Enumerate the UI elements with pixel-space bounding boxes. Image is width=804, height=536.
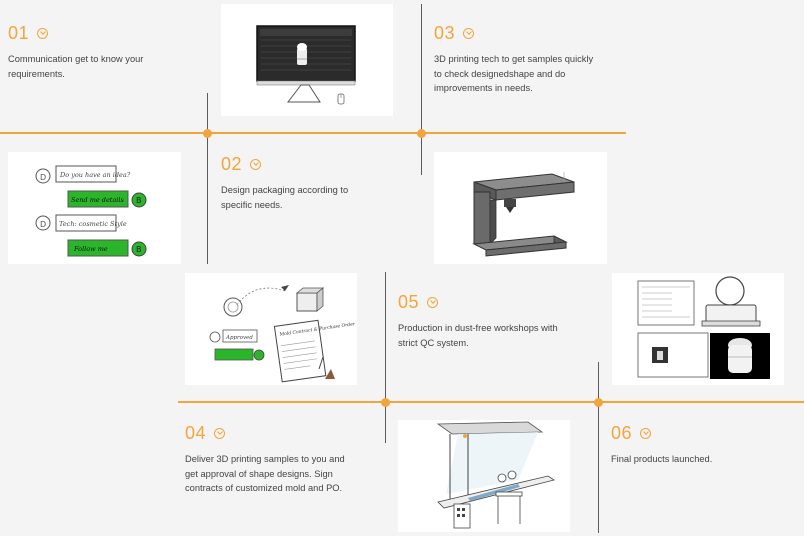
- chevron-down-icon[interactable]: [250, 159, 262, 170]
- timeline-line-bottom: [178, 401, 804, 403]
- step-number: 04: [185, 423, 207, 443]
- step-03-header: 03: [434, 23, 475, 44]
- timeline-dot: [381, 398, 390, 407]
- svg-text:B: B: [136, 196, 142, 205]
- svg-text:D: D: [40, 220, 46, 229]
- chevron-down-icon[interactable]: [463, 28, 475, 39]
- step-number: 02: [221, 154, 243, 174]
- step-04-description: Deliver 3D printing samples to you and g…: [185, 454, 345, 493]
- connector-line: [385, 272, 386, 443]
- doc-chat-text: Approved: [225, 335, 253, 341]
- step-04-header: 04: [185, 423, 226, 444]
- step-05-description: Production in dust-free workshops with s…: [398, 323, 558, 348]
- step-02-description: Design packaging according to specific n…: [221, 185, 349, 210]
- step-06-description: Final products launched.: [611, 454, 713, 464]
- step-01-description: Communication get to know your requireme…: [8, 54, 144, 79]
- chevron-down-icon[interactable]: [214, 428, 226, 439]
- monitor-illustration: [221, 4, 393, 116]
- contract-sketch-illustration: Approved Mold Contract & Purchase Order: [185, 273, 357, 385]
- step-number: 01: [8, 23, 30, 43]
- timeline-dot: [203, 129, 212, 138]
- step-05-header: 05: [398, 292, 439, 313]
- svg-text:Do you have an idea?: Do you have an idea?: [59, 171, 131, 179]
- connector-line: [421, 4, 422, 175]
- step-03-description: 3D printing tech to get samples quickly …: [434, 54, 594, 93]
- chat-sketch-illustration: D Do you have an idea? Send me details B…: [8, 152, 181, 264]
- step-number: 06: [611, 423, 633, 443]
- connector-line: [598, 362, 599, 533]
- product-design-illustration: [612, 273, 784, 385]
- step-01-header: 01: [8, 23, 49, 44]
- timeline-dot: [417, 129, 426, 138]
- timeline-dot: [594, 398, 603, 407]
- chevron-down-icon[interactable]: [37, 28, 49, 39]
- svg-text:B: B: [136, 245, 142, 254]
- 3d-printer-illustration: [434, 152, 607, 264]
- avatar-letter: D: [40, 173, 46, 182]
- connector-line: [207, 93, 208, 264]
- workshop-illustration: [398, 420, 570, 532]
- chevron-down-icon[interactable]: [427, 297, 439, 308]
- chevron-down-icon[interactable]: [640, 428, 652, 439]
- timeline-line-top: [0, 132, 626, 134]
- step-number: 03: [434, 23, 456, 43]
- step-02-header: 02: [221, 154, 262, 175]
- step-number: 05: [398, 292, 420, 312]
- step-06-header: 06: [611, 423, 652, 444]
- svg-text:Tech: cosmetic Style: Tech: cosmetic Style: [59, 220, 127, 228]
- svg-text:Follow me: Follow me: [73, 245, 108, 253]
- svg-text:Send me details: Send me details: [71, 196, 124, 204]
